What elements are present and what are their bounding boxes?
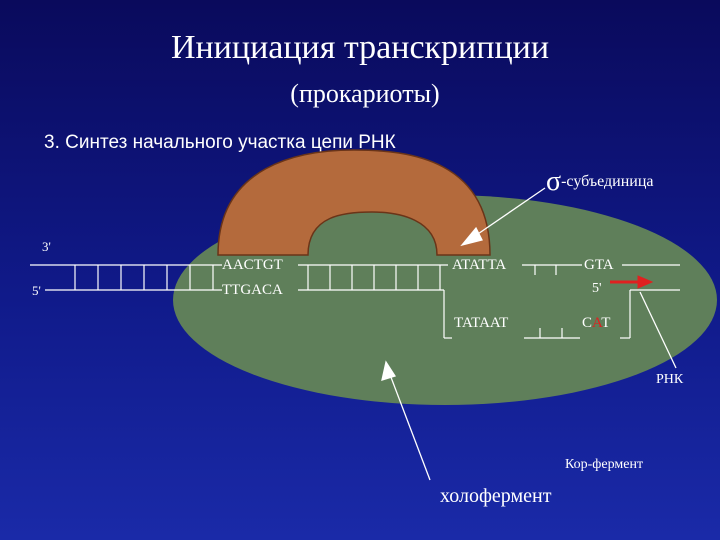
sequence-top-2: ATATTA — [452, 257, 507, 273]
rna-label: РНК — [656, 372, 684, 387]
slide-subtitle: (прокариоты) — [290, 79, 440, 108]
core-enzyme-label: Кор-фермент — [565, 457, 644, 472]
prime3-left-label: 3' — [42, 239, 51, 254]
sequence-top-3: GTA — [584, 257, 614, 273]
sigma-subunit-text: -субъединица — [561, 173, 654, 190]
base-a-highlight: A — [592, 315, 602, 331]
sequence-top-1: AACTGT — [222, 257, 283, 273]
sigma-pointer-arrow — [460, 187, 546, 247]
sigma-subunit-label: σ-субъединица — [546, 168, 654, 196]
holoenzyme-label: холофермент — [440, 485, 552, 507]
sigma-subunit-arc — [217, 149, 491, 256]
rna-5prime-label: 5' — [592, 281, 602, 296]
base-t: T — [601, 315, 611, 331]
rna-arrow — [610, 275, 654, 289]
holoenzyme-pointer-arrow — [381, 360, 431, 481]
sequence-bottom-2: TATAAT — [454, 315, 509, 331]
sequence-bottom-1: TTGACA — [222, 282, 283, 298]
prime5-left-label: 5' — [32, 283, 41, 298]
step-heading: 3. Синтез начального участка цепи РНК — [44, 132, 396, 153]
sigma-symbol: σ — [546, 166, 562, 197]
base-pair-rungs — [74, 265, 563, 338]
rna-pointer-line — [639, 291, 677, 369]
base-c: C — [582, 315, 593, 331]
slide-title: Инициация транскрипции — [170, 29, 550, 66]
sequence-bottom-3: CAT — [582, 316, 610, 331]
